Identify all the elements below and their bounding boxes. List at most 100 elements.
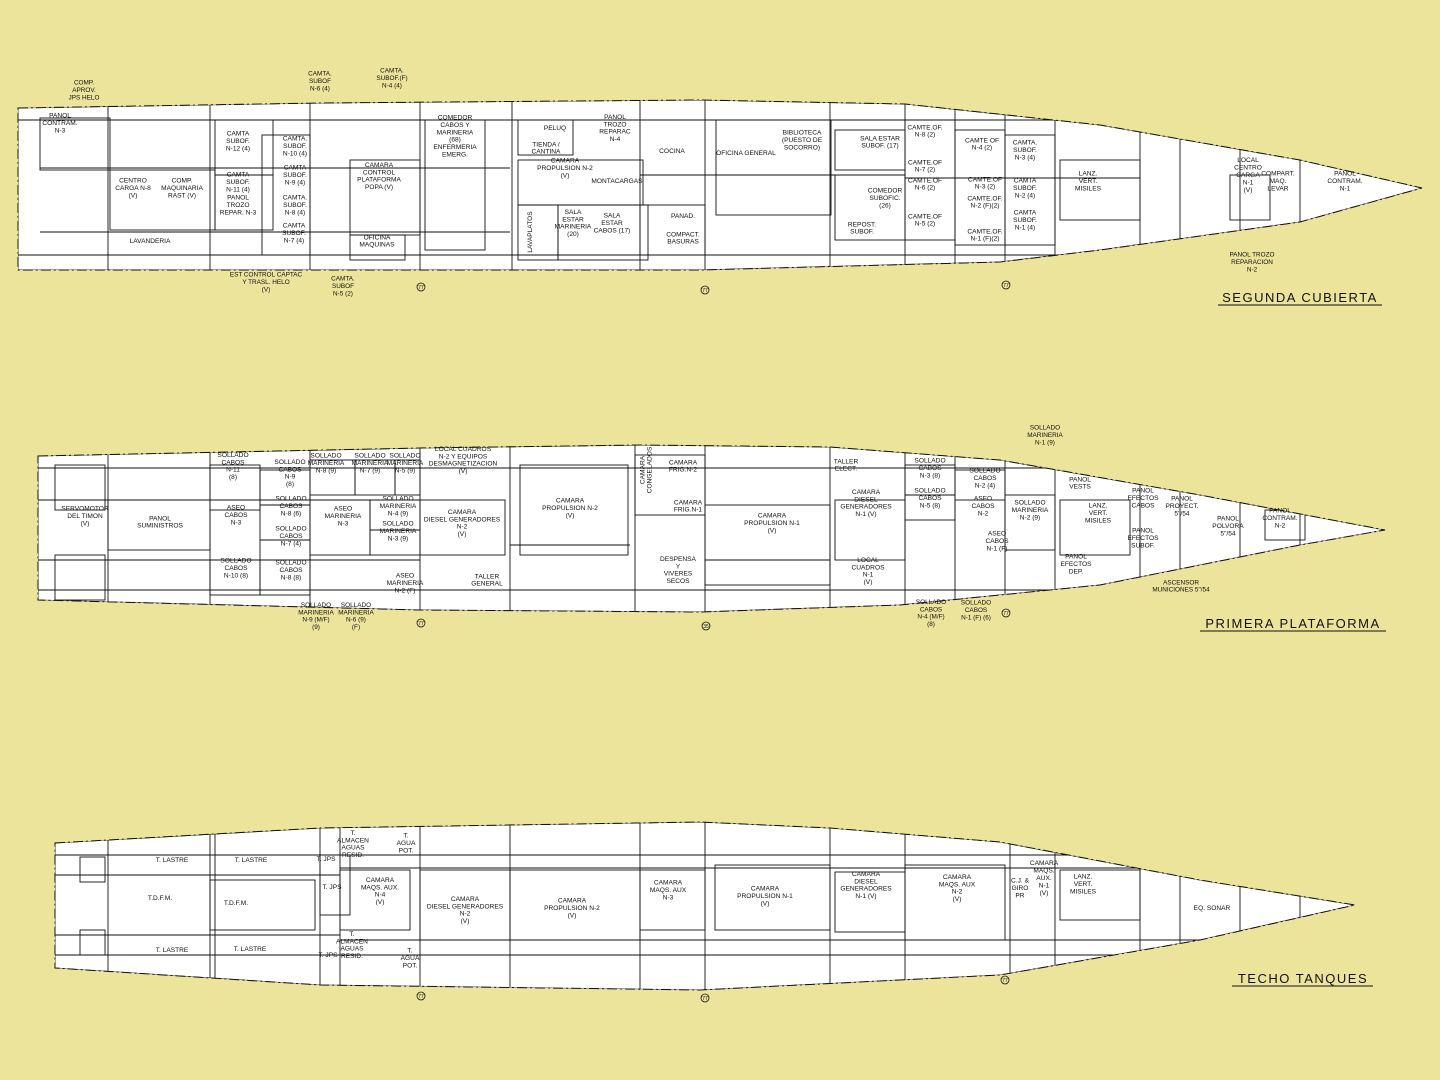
callout-label-line: CAMTA. (380, 68, 404, 75)
room-label-line: CAMTE OF (965, 137, 999, 144)
deck-title-segunda-cubierta: SEGUNDA CUBIERTA (1222, 290, 1378, 305)
frame-marker-circle (700, 285, 710, 295)
room-label-line: T. (350, 830, 355, 837)
callout-label-line: SUBOF.(F) (376, 75, 407, 82)
room-label-line: N-11 (226, 467, 240, 474)
room-label-line: N-3 (338, 520, 349, 527)
room-label-line: N-3 (2) (975, 184, 996, 191)
callout-label-line: CAMTA. (331, 276, 355, 283)
callout-label-line: SOLLADO (916, 599, 946, 606)
room-label-line: POT. (399, 847, 414, 854)
room-label-line: N-2 (F) (395, 587, 416, 594)
hull-fill (38, 445, 1385, 612)
room-outline (319, 854, 351, 916)
compartment-lines (38, 445, 1385, 612)
room-outline (634, 454, 706, 516)
room-outline (904, 864, 1006, 941)
room-label-line: CONTROL (363, 169, 396, 176)
room-label: T. JPS (322, 884, 342, 891)
room-label-line: SOLLADO (382, 496, 413, 503)
room-label-line: BASURAS (667, 239, 699, 246)
room-label-line: N-1 (F)(2) (971, 236, 1000, 243)
room-label-line: TROZO (226, 202, 249, 209)
room-label-line: EFECTOS (1127, 535, 1159, 542)
room-label-line: DIESEL (854, 496, 878, 503)
room-label-line: SOLLADO (382, 521, 413, 528)
room-label-line: SOLLADO (217, 452, 248, 459)
room-label: CAMARACONGELADOS (639, 446, 653, 493)
room-label-line: CAMARA (852, 871, 881, 878)
room-label-line: SOLLADO (389, 453, 420, 460)
room-label-line: CAMARA (551, 158, 580, 165)
room-label: MONTACARGAS (591, 178, 643, 185)
compartment-lines (18, 100, 1422, 270)
room-label-line: (V) (768, 527, 777, 534)
frame-marker-number: 77 (702, 996, 708, 1002)
room-label-line: CABOS (1131, 502, 1155, 509)
room-label-line: VIVERES (664, 571, 693, 578)
room-label: LAVAPLATOS (527, 211, 534, 253)
room-label: COMPACT.BASURAS (666, 231, 700, 245)
frame-marker-number: 35 (703, 624, 709, 630)
room-label-line: MAQS. (1033, 868, 1054, 875)
room-label-line: (68) (449, 137, 461, 144)
room-label-line: (V) (458, 531, 467, 538)
room-outline (639, 869, 706, 931)
room-label-line: ASEO (974, 496, 992, 503)
room-label-line: SUMINISTROS (137, 523, 183, 530)
room-outline (704, 504, 831, 586)
room-label-line: CAMARA (451, 896, 480, 903)
callout-label-line: SUBOF (332, 283, 354, 290)
room-label-line: MARINERIA (325, 513, 362, 520)
room-label-line: EFECTOS (1060, 561, 1092, 568)
room-label-line: T. JPS (318, 952, 338, 959)
room-label-line: N-2 (460, 911, 471, 918)
room-label-line: MAQS. AUX (939, 881, 976, 888)
room-outline (79, 856, 106, 883)
room-label-line: SUBOF. (1013, 147, 1037, 154)
room-label: LANZ.VERT.MISILES (1070, 874, 1097, 896)
frame-marker-number: 77 (1003, 611, 1009, 617)
room-label-line: CAMTE.OF (908, 213, 942, 220)
room-label-line: N-2 (1275, 522, 1286, 529)
room-label-line: CABOS (279, 533, 303, 540)
room-outline (557, 204, 649, 261)
room-label-line: CAMARA (366, 877, 395, 884)
room-label-line: REPAR. N-3 (220, 209, 257, 216)
callout-label-line: (F) (352, 624, 360, 631)
room-label-line: N-7 (2) (915, 167, 936, 174)
room-label-line: MARINERIA (380, 503, 417, 510)
room-label-line: (V) (376, 899, 385, 906)
room-label-line: ALMACEN (337, 837, 369, 844)
room-label-line: (V) (1244, 187, 1253, 194)
room-label-line: AGUA (401, 955, 420, 962)
room-label-line: PANOL (1171, 496, 1193, 503)
room-label-line: (V) (1040, 890, 1049, 897)
hull-outline (54, 821, 1356, 991)
callout-label-line: APROV. (72, 87, 96, 94)
room-label-line: SECOS (666, 578, 690, 585)
room-label-line: N-6 (2) (915, 185, 936, 192)
room-label-line: LEVAR (1267, 185, 1288, 192)
room-label-line: PR (1015, 892, 1024, 899)
room-label-line: N-3 (663, 894, 674, 901)
room-label-line: CAMTA (1014, 210, 1037, 217)
